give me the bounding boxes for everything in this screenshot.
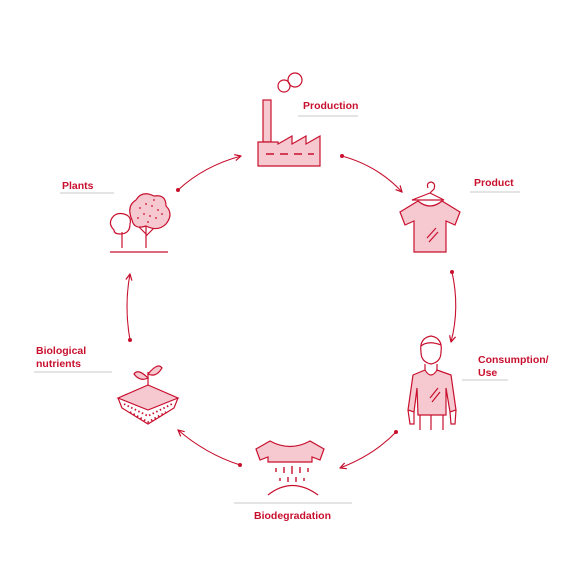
production-label: Production: [303, 100, 359, 112]
arrow-nutrients-to-plants: [127, 274, 132, 342]
consumption-label-line1: Consumption/: [478, 354, 549, 366]
factory-icon: [257, 72, 321, 167]
arrow-consumption-to-biodegradation: [340, 430, 398, 468]
decomposing-shirt-icon: [255, 440, 325, 496]
biodegradation-label: Biodegradation: [254, 510, 332, 522]
soil-sprout-icon: [116, 365, 180, 425]
product-label: Product: [474, 177, 514, 189]
tshirt-on-hanger-icon: [399, 181, 461, 253]
nutrients-label-line2: nutrients: [36, 358, 81, 370]
nutrients-label-line1: Biological: [36, 345, 87, 357]
consumption-label: Consumption/ Use: [478, 354, 549, 380]
arrow-product-to-consumption: [450, 270, 457, 342]
arrow-biodegradation-to-nutrients: [178, 430, 242, 467]
arrow-plants-to-production: [176, 156, 241, 192]
nutrients-label: Biological nutrients: [36, 345, 86, 371]
consumption-label-line2: Use: [478, 367, 498, 379]
plants-label: Plants: [62, 180, 94, 192]
trees-icon: [109, 193, 171, 253]
person-icon: [407, 335, 457, 430]
arrow-production-to-product: [340, 154, 402, 192]
